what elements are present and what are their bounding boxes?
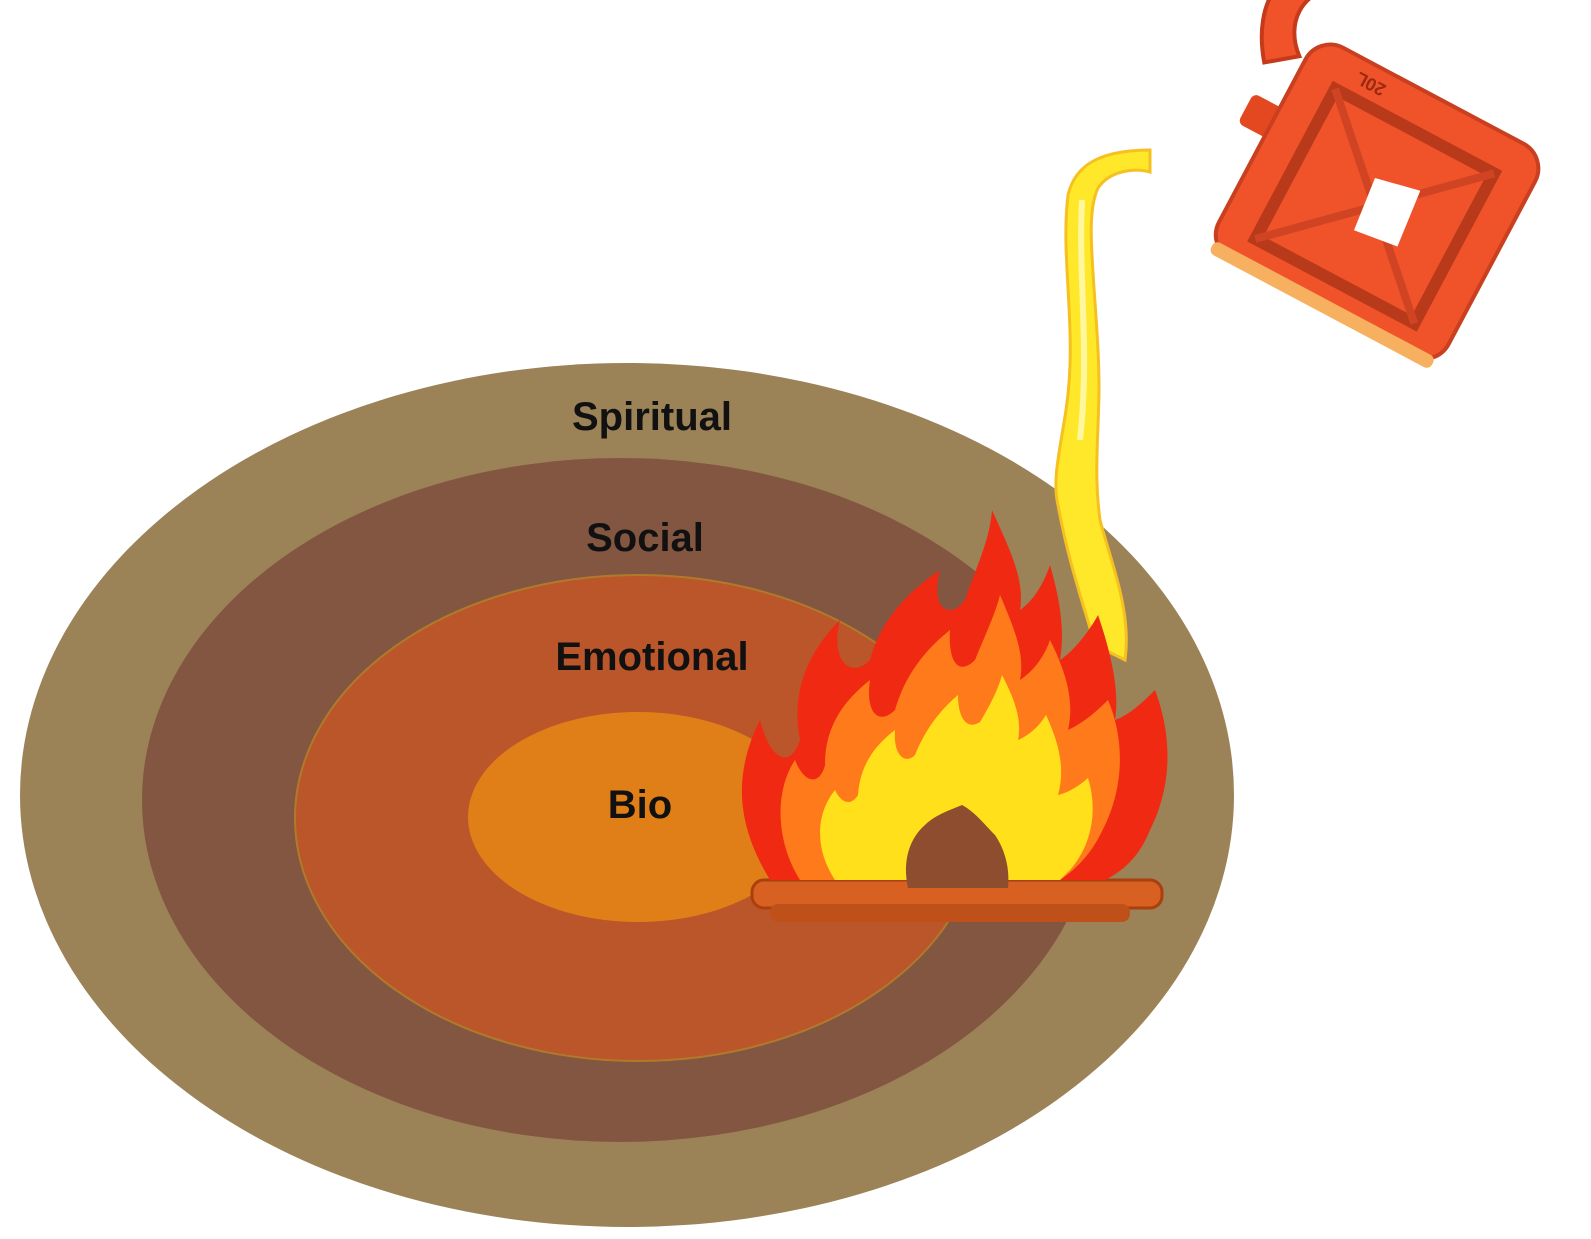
label-spiritual: Spiritual xyxy=(572,395,732,439)
jerrycan-icon: 20L xyxy=(1151,0,1574,372)
label-social: Social xyxy=(586,516,704,560)
label-emotional: Emotional xyxy=(555,635,748,679)
label-bio: Bio xyxy=(608,783,672,827)
